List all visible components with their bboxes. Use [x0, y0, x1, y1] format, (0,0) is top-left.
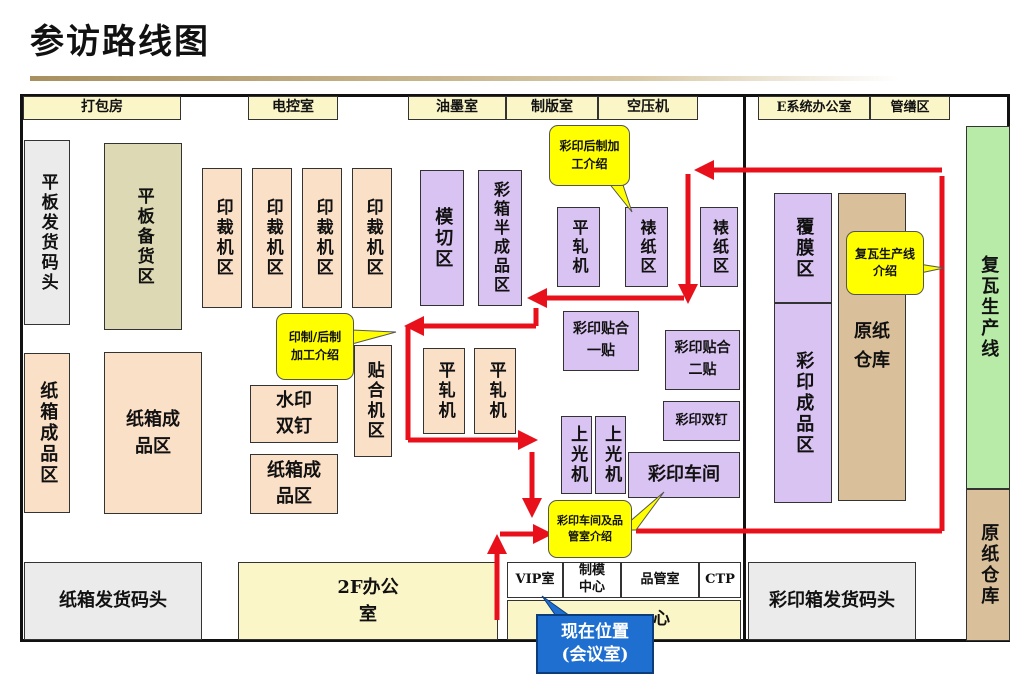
raw-paper-warehouse: 原纸仓库 — [838, 193, 906, 501]
callout-workshop: 彩印车间及品管室介绍 — [548, 500, 632, 558]
title-underline — [30, 76, 900, 81]
raw-paper-warehouse-2: 原纸仓库 — [966, 489, 1010, 641]
gloss-machine-2: 上光机 — [595, 416, 626, 494]
mold-center: 制模中心 — [563, 562, 621, 598]
color-workshop: 彩印车间 — [628, 452, 740, 498]
cut-zone-2: 印裁机区 — [252, 168, 292, 308]
glue-machine-zone: 贴合机区 — [354, 345, 392, 457]
qc-room: 品管室 — [621, 562, 699, 598]
mount-zone-b: 裱纸区 — [700, 207, 738, 287]
flat-stock-area: 平板备货区 — [104, 143, 182, 330]
ctp-room: CTP — [699, 562, 741, 598]
callout-post-press: 彩印后制加工介绍 — [549, 125, 630, 186]
callout-corrugate: 复瓦生产线介绍 — [846, 231, 924, 295]
callout-print: 印制/后制加工介绍 — [276, 313, 354, 380]
carton-finished-small: 纸箱成品区 — [250, 454, 338, 514]
carton-finished-left: 纸箱成品区 — [24, 353, 70, 513]
room-e-office: E系统办公室 — [758, 96, 870, 120]
vip-room: VIP室 — [507, 562, 563, 598]
mount-zone-a: 裱纸区 — [625, 207, 668, 287]
room-electric: 电控室 — [248, 96, 338, 120]
color-double-nail: 彩印双钉 — [663, 401, 740, 441]
current-location-label: 现在位置 — [561, 622, 629, 643]
carton-finished-mid: 纸箱成品区 — [104, 352, 202, 514]
gloss-machine-1: 上光机 — [561, 416, 592, 494]
room-packing: 打包房 — [23, 96, 181, 120]
die-cut-zone: 模切区 — [420, 170, 464, 306]
cut-zone-4: 印裁机区 — [352, 168, 392, 308]
laminate-zone: 覆膜区 — [774, 193, 832, 303]
color-finished-zone: 彩印成品区 — [774, 303, 832, 503]
room-compressor: 空压机 — [598, 96, 698, 120]
water-double-nail: 水印双钉 — [250, 385, 338, 443]
cut-zone-3: 印裁机区 — [302, 168, 342, 308]
color-glue-1: 彩印贴合一贴 — [563, 311, 639, 371]
room-plate: 制版室 — [506, 96, 598, 120]
corrugate-line: 复瓦生产线 — [966, 126, 1010, 489]
current-location-room: (会议室) — [561, 645, 629, 665]
office-2f: 2F办公室 — [238, 562, 498, 640]
flat-press-b: 平轧机 — [423, 348, 465, 434]
building-divider — [743, 94, 746, 642]
flat-dock: 平板发货码头 — [24, 140, 70, 325]
color-glue-2: 彩印贴合二贴 — [665, 330, 740, 390]
flat-press-a: 平轧机 — [557, 207, 600, 287]
page-title: 参访路线图 — [30, 22, 210, 62]
flat-press-c: 平轧机 — [474, 348, 516, 434]
carton-shipping-dock: 纸箱发货码头 — [24, 562, 202, 640]
room-ink: 油墨室 — [408, 96, 506, 120]
cut-zone-1: 印裁机区 — [202, 168, 242, 308]
color-box-shipping-dock: 彩印箱发货码头 — [748, 562, 916, 640]
semi-finished-zone: 彩箱半成品区 — [478, 170, 522, 306]
current-location-marker: 现在位置 (会议室) — [536, 614, 654, 674]
room-pipe: 管缮区 — [870, 96, 950, 120]
